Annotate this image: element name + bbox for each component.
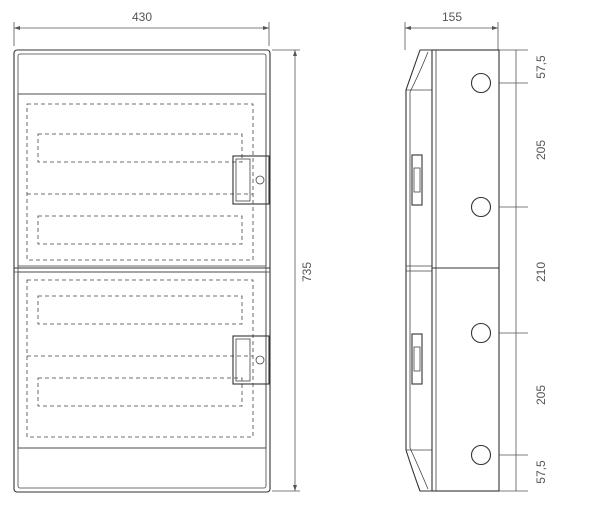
lower-door bbox=[17, 271, 267, 449]
enclosure-inner-outline bbox=[17, 53, 267, 489]
front-height-label: 735 bbox=[300, 262, 314, 282]
enclosure-outline bbox=[13, 49, 271, 493]
front-width-dimension: 430 bbox=[13, 10, 270, 46]
segment-label-5: 57,5 bbox=[534, 460, 548, 484]
side-view: 155 bbox=[404, 10, 548, 492]
side-door-profile bbox=[405, 49, 432, 492]
lower-mounting-area bbox=[26, 279, 254, 438]
front-width-label: 430 bbox=[132, 10, 152, 24]
upper-door bbox=[17, 93, 267, 267]
segment-label-4: 205 bbox=[534, 385, 548, 405]
segment-label-1: 57,5 bbox=[534, 55, 548, 79]
segment-label-2: 205 bbox=[534, 140, 548, 160]
din-rail-row-1 bbox=[37, 133, 243, 163]
din-rail-row-3 bbox=[37, 295, 243, 325]
front-height-dimension: 735 bbox=[272, 49, 314, 492]
front-view: 430 bbox=[13, 10, 314, 493]
knockout-4 bbox=[470, 444, 492, 466]
side-depth-dimension: 155 bbox=[404, 10, 499, 50]
side-depth-label: 155 bbox=[442, 10, 462, 24]
side-upper-lock bbox=[411, 154, 423, 206]
segment-label-3: 210 bbox=[534, 262, 548, 282]
side-body bbox=[431, 49, 500, 492]
side-segment-dimensions: 57,5 205 210 205 57,5 bbox=[499, 49, 548, 492]
upper-mounting-area bbox=[26, 103, 254, 261]
side-lower-lock bbox=[411, 333, 423, 385]
knockout-3 bbox=[470, 322, 492, 344]
din-rail-row-4 bbox=[37, 377, 243, 407]
knockout-1 bbox=[470, 72, 492, 94]
knockout-2 bbox=[470, 196, 492, 218]
din-rail-row-2 bbox=[37, 215, 243, 245]
upper-lock bbox=[232, 155, 270, 205]
lower-lock bbox=[232, 335, 270, 385]
